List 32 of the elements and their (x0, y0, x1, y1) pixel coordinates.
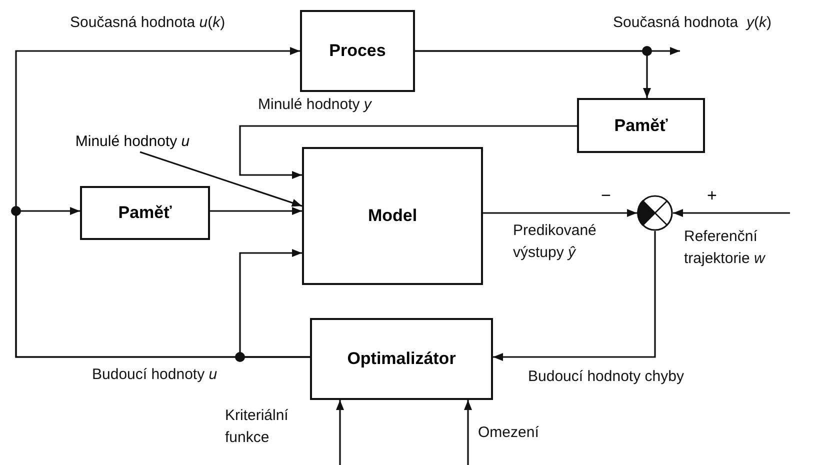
arrow (210, 207, 302, 215)
box-title: Paměť (614, 116, 668, 136)
arrow (493, 231, 656, 361)
sign-label: + (707, 186, 717, 206)
arrow (464, 400, 472, 465)
edge-label: Predikované výstupy ŷ (513, 221, 598, 263)
process-box (577, 98, 705, 153)
arrow (336, 400, 344, 465)
edge-label: Omezení (478, 423, 540, 443)
process-box (310, 318, 493, 400)
box-title: Model (368, 206, 418, 226)
edge-label: Současná hodnota u(k) (70, 13, 226, 33)
process-box (302, 147, 483, 285)
box-title: Optimalizátor (347, 349, 456, 369)
edge-label: Současná hodnota y(k) (613, 13, 772, 33)
edge-label: Referenční trajektorie w (684, 227, 766, 269)
leader-line (140, 151, 302, 207)
edge-label: Minulé hodnoty y (258, 95, 373, 115)
arrow (239, 125, 577, 179)
arrow (239, 249, 310, 358)
edge-label: Budoucí hodnoty chyby (528, 367, 685, 387)
process-box (80, 186, 210, 240)
arrow (415, 50, 651, 98)
box-title: Proces (329, 41, 386, 61)
annotation-text: Minulé hodnoty u (75, 132, 190, 150)
edge-label: Kriteriální funkce (225, 406, 290, 448)
arrow (483, 209, 637, 217)
box-title: Paměť (118, 203, 172, 223)
arrow (673, 209, 790, 217)
process-box (300, 10, 415, 92)
sign-label: − (601, 186, 611, 206)
edge-label: Budoucí hodnoty u (92, 365, 218, 385)
